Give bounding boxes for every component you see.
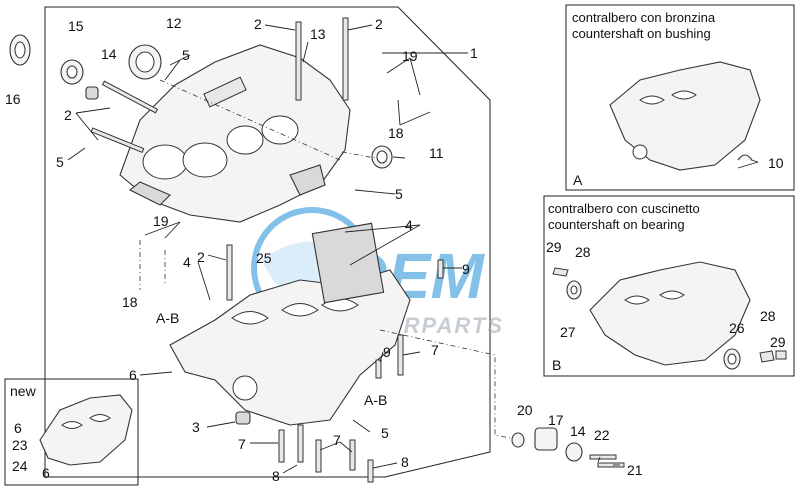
- callout-14: 14: [570, 423, 586, 439]
- callout-13: 13: [310, 26, 326, 42]
- box-a-line2: countershaft on bushing: [572, 26, 711, 41]
- callout-17: 17: [548, 412, 564, 428]
- upper-crankcase: [119, 44, 351, 223]
- callout-29: 29: [770, 334, 786, 350]
- bolt-8b: [349, 439, 356, 471]
- box-b: contralbero con cuscinetto countershaft …: [543, 195, 795, 377]
- callout-6: 6: [14, 420, 22, 436]
- bolt-7a: [278, 429, 285, 463]
- lower-crankcase: [169, 222, 411, 426]
- box-b-line2: countershaft on bearing: [548, 217, 685, 232]
- callout-5: 5: [56, 154, 64, 170]
- bolt-8a: [315, 439, 322, 473]
- callout-26: 26: [729, 320, 745, 336]
- callout-2: 2: [64, 107, 72, 123]
- bolt-7b: [297, 424, 304, 463]
- bolt-9a: [437, 259, 444, 279]
- callout-15: 15: [68, 18, 84, 34]
- callout-12: 12: [166, 15, 182, 31]
- stud-2e: [90, 127, 145, 153]
- callout-9: 9: [383, 344, 391, 360]
- callout-8: 8: [272, 468, 280, 484]
- callout-6: 6: [129, 367, 137, 383]
- callout-4: 4: [183, 254, 191, 270]
- callout-25: 25: [256, 250, 272, 266]
- callout-10: 10: [768, 155, 784, 171]
- seal-11: [371, 145, 393, 169]
- box-a-line1: contralbero con bronzina: [572, 10, 716, 25]
- box-new: new: [4, 378, 139, 486]
- callout-6: 6: [42, 465, 50, 481]
- callout-27: 27: [560, 324, 576, 340]
- callout-2: 2: [375, 16, 383, 32]
- stud-2c: [226, 244, 233, 301]
- bolt-9b: [375, 359, 382, 379]
- callout-8: 8: [401, 454, 409, 470]
- callout-a-b: A-B: [364, 392, 387, 408]
- leader-lines: [67, 24, 759, 474]
- callout-4: 4: [405, 217, 413, 233]
- callout-18: 18: [388, 125, 404, 141]
- callout-14: 14: [101, 46, 117, 62]
- callout-7: 7: [431, 342, 439, 358]
- callout-20: 20: [517, 402, 533, 418]
- centerline-upper: [159, 79, 341, 161]
- centerline-19: [139, 240, 166, 290]
- callout-2: 2: [254, 16, 262, 32]
- centerline-seal: [341, 151, 376, 159]
- callout-21: 21: [627, 462, 643, 478]
- callout-a-b: A-B: [156, 310, 179, 326]
- centerline-countershaft: [379, 329, 511, 439]
- callout-19: 19: [153, 213, 169, 229]
- callout-19: 19: [402, 48, 418, 64]
- callout-5: 5: [182, 47, 190, 63]
- box-a: contralbero con bronzina countershaft on…: [565, 4, 795, 191]
- bushing-14: [85, 86, 99, 100]
- callout-18: 18: [122, 294, 138, 310]
- callout-24: 24: [12, 458, 28, 474]
- dowel-3: [235, 411, 251, 425]
- stud-2b: [342, 17, 349, 101]
- bolt-8c: [367, 459, 374, 483]
- main-frame: [44, 6, 491, 478]
- box-b-line1: contralbero con cuscinetto: [548, 201, 700, 216]
- callout-7: 7: [333, 432, 341, 448]
- countershaft-group: [511, 427, 625, 468]
- stud-2a: [295, 21, 302, 101]
- callout-3: 3: [192, 419, 200, 435]
- callout-16: 16: [5, 91, 21, 107]
- callout-28: 28: [575, 244, 591, 260]
- callout-22: 22: [594, 427, 610, 443]
- bearing-15: [60, 59, 84, 85]
- callout-23: 23: [12, 437, 28, 453]
- box-a-letter: A: [573, 172, 583, 188]
- callout-7: 7: [238, 436, 246, 452]
- callout-5: 5: [381, 425, 389, 441]
- bolt-7c: [397, 334, 404, 376]
- callout-11: 11: [429, 145, 444, 161]
- seal-16: [9, 34, 31, 66]
- seal-12: [128, 44, 162, 80]
- callout-1: 1: [470, 45, 478, 61]
- box-new-label: new: [10, 383, 37, 399]
- callout-29: 29: [546, 239, 562, 255]
- callout-labels: 1 2 2 2 2 3 4 4 5 5 5 5 6 6 6 7 7 7 8 8 …: [5, 15, 786, 484]
- callout-5: 5: [395, 186, 403, 202]
- callout-28: 28: [760, 308, 776, 324]
- callout-2: 2: [197, 249, 205, 265]
- stud-2d: [101, 80, 159, 114]
- callout-9: 9: [462, 261, 470, 277]
- box-b-letter: B: [552, 357, 561, 373]
